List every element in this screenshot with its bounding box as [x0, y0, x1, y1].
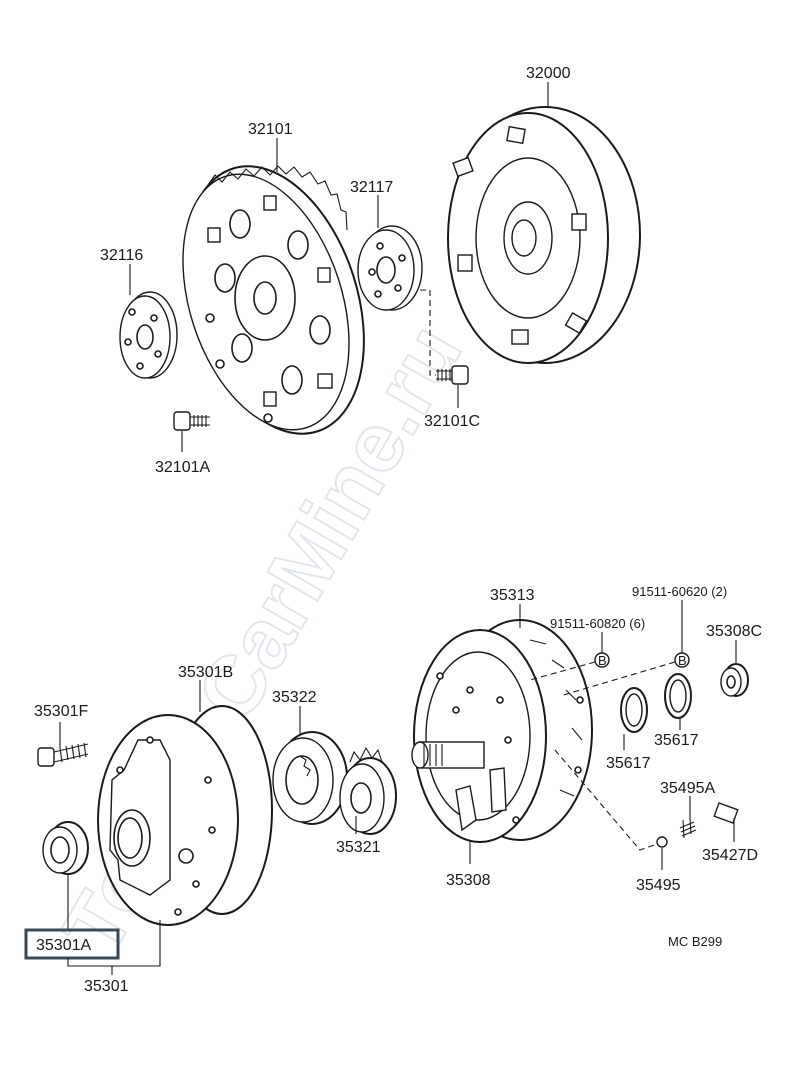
label-32101c: 32101C	[424, 413, 480, 430]
bolt-32101a	[173, 411, 210, 431]
svg-text:B: B	[598, 653, 607, 668]
seal-ring-35617-a	[620, 687, 648, 733]
highlight-box-35301a	[24, 928, 120, 960]
label-32101a: 32101A	[155, 459, 210, 476]
label-35313: 35313	[490, 587, 535, 604]
spacer-plate-32116	[119, 291, 178, 379]
label-35322: 35322	[272, 689, 317, 706]
label-35308: 35308	[446, 872, 491, 889]
stator-shaft-35308	[411, 619, 593, 843]
label-35617-b: 35617	[654, 732, 699, 749]
plug-35427d	[713, 802, 739, 824]
oil-pump-body-35301b	[97, 705, 273, 926]
bolt-32101c	[436, 365, 469, 385]
label-35617-a: 35617	[606, 755, 651, 772]
driven-gear-35322	[272, 731, 348, 825]
label-35495a: 35495A	[660, 780, 715, 797]
diagram-code: MC B299	[668, 934, 722, 949]
oil-seal-35308c	[720, 663, 749, 697]
spring-35495a	[679, 817, 697, 839]
label-32116: 32116	[100, 247, 143, 264]
label-91511-60820: 91511-60820 (6)	[550, 616, 645, 631]
seal-ring-35617-b	[664, 673, 692, 719]
label-35301f: 35301F	[34, 703, 88, 720]
b-marker-upper: B	[674, 652, 690, 668]
label-91511-60620: 91511-60620 (2)	[632, 584, 727, 599]
check-ball-35495	[656, 836, 668, 848]
label-35308c: 35308C	[706, 623, 762, 640]
label-35427d: 35427D	[702, 847, 758, 864]
spacer-plate-32117	[357, 225, 423, 311]
svg-text:B: B	[678, 653, 687, 668]
bolt-35301f	[37, 742, 89, 767]
label-35321: 35321	[336, 839, 381, 856]
label-35301b: 35301B	[178, 664, 233, 681]
label-35301a: 35301A	[36, 937, 91, 954]
label-32101: 32101	[248, 121, 293, 138]
drive-gear-35321	[339, 746, 397, 835]
b-marker-lower: B	[594, 652, 610, 668]
label-35495: 35495	[636, 877, 681, 894]
drive-plate-32101	[182, 165, 365, 435]
label-32117: 32117	[350, 179, 393, 196]
label-32000: 32000	[526, 65, 571, 82]
label-35301: 35301	[84, 978, 129, 995]
oil-seal-35301a	[42, 821, 89, 875]
torque-converter-32000	[447, 106, 641, 364]
